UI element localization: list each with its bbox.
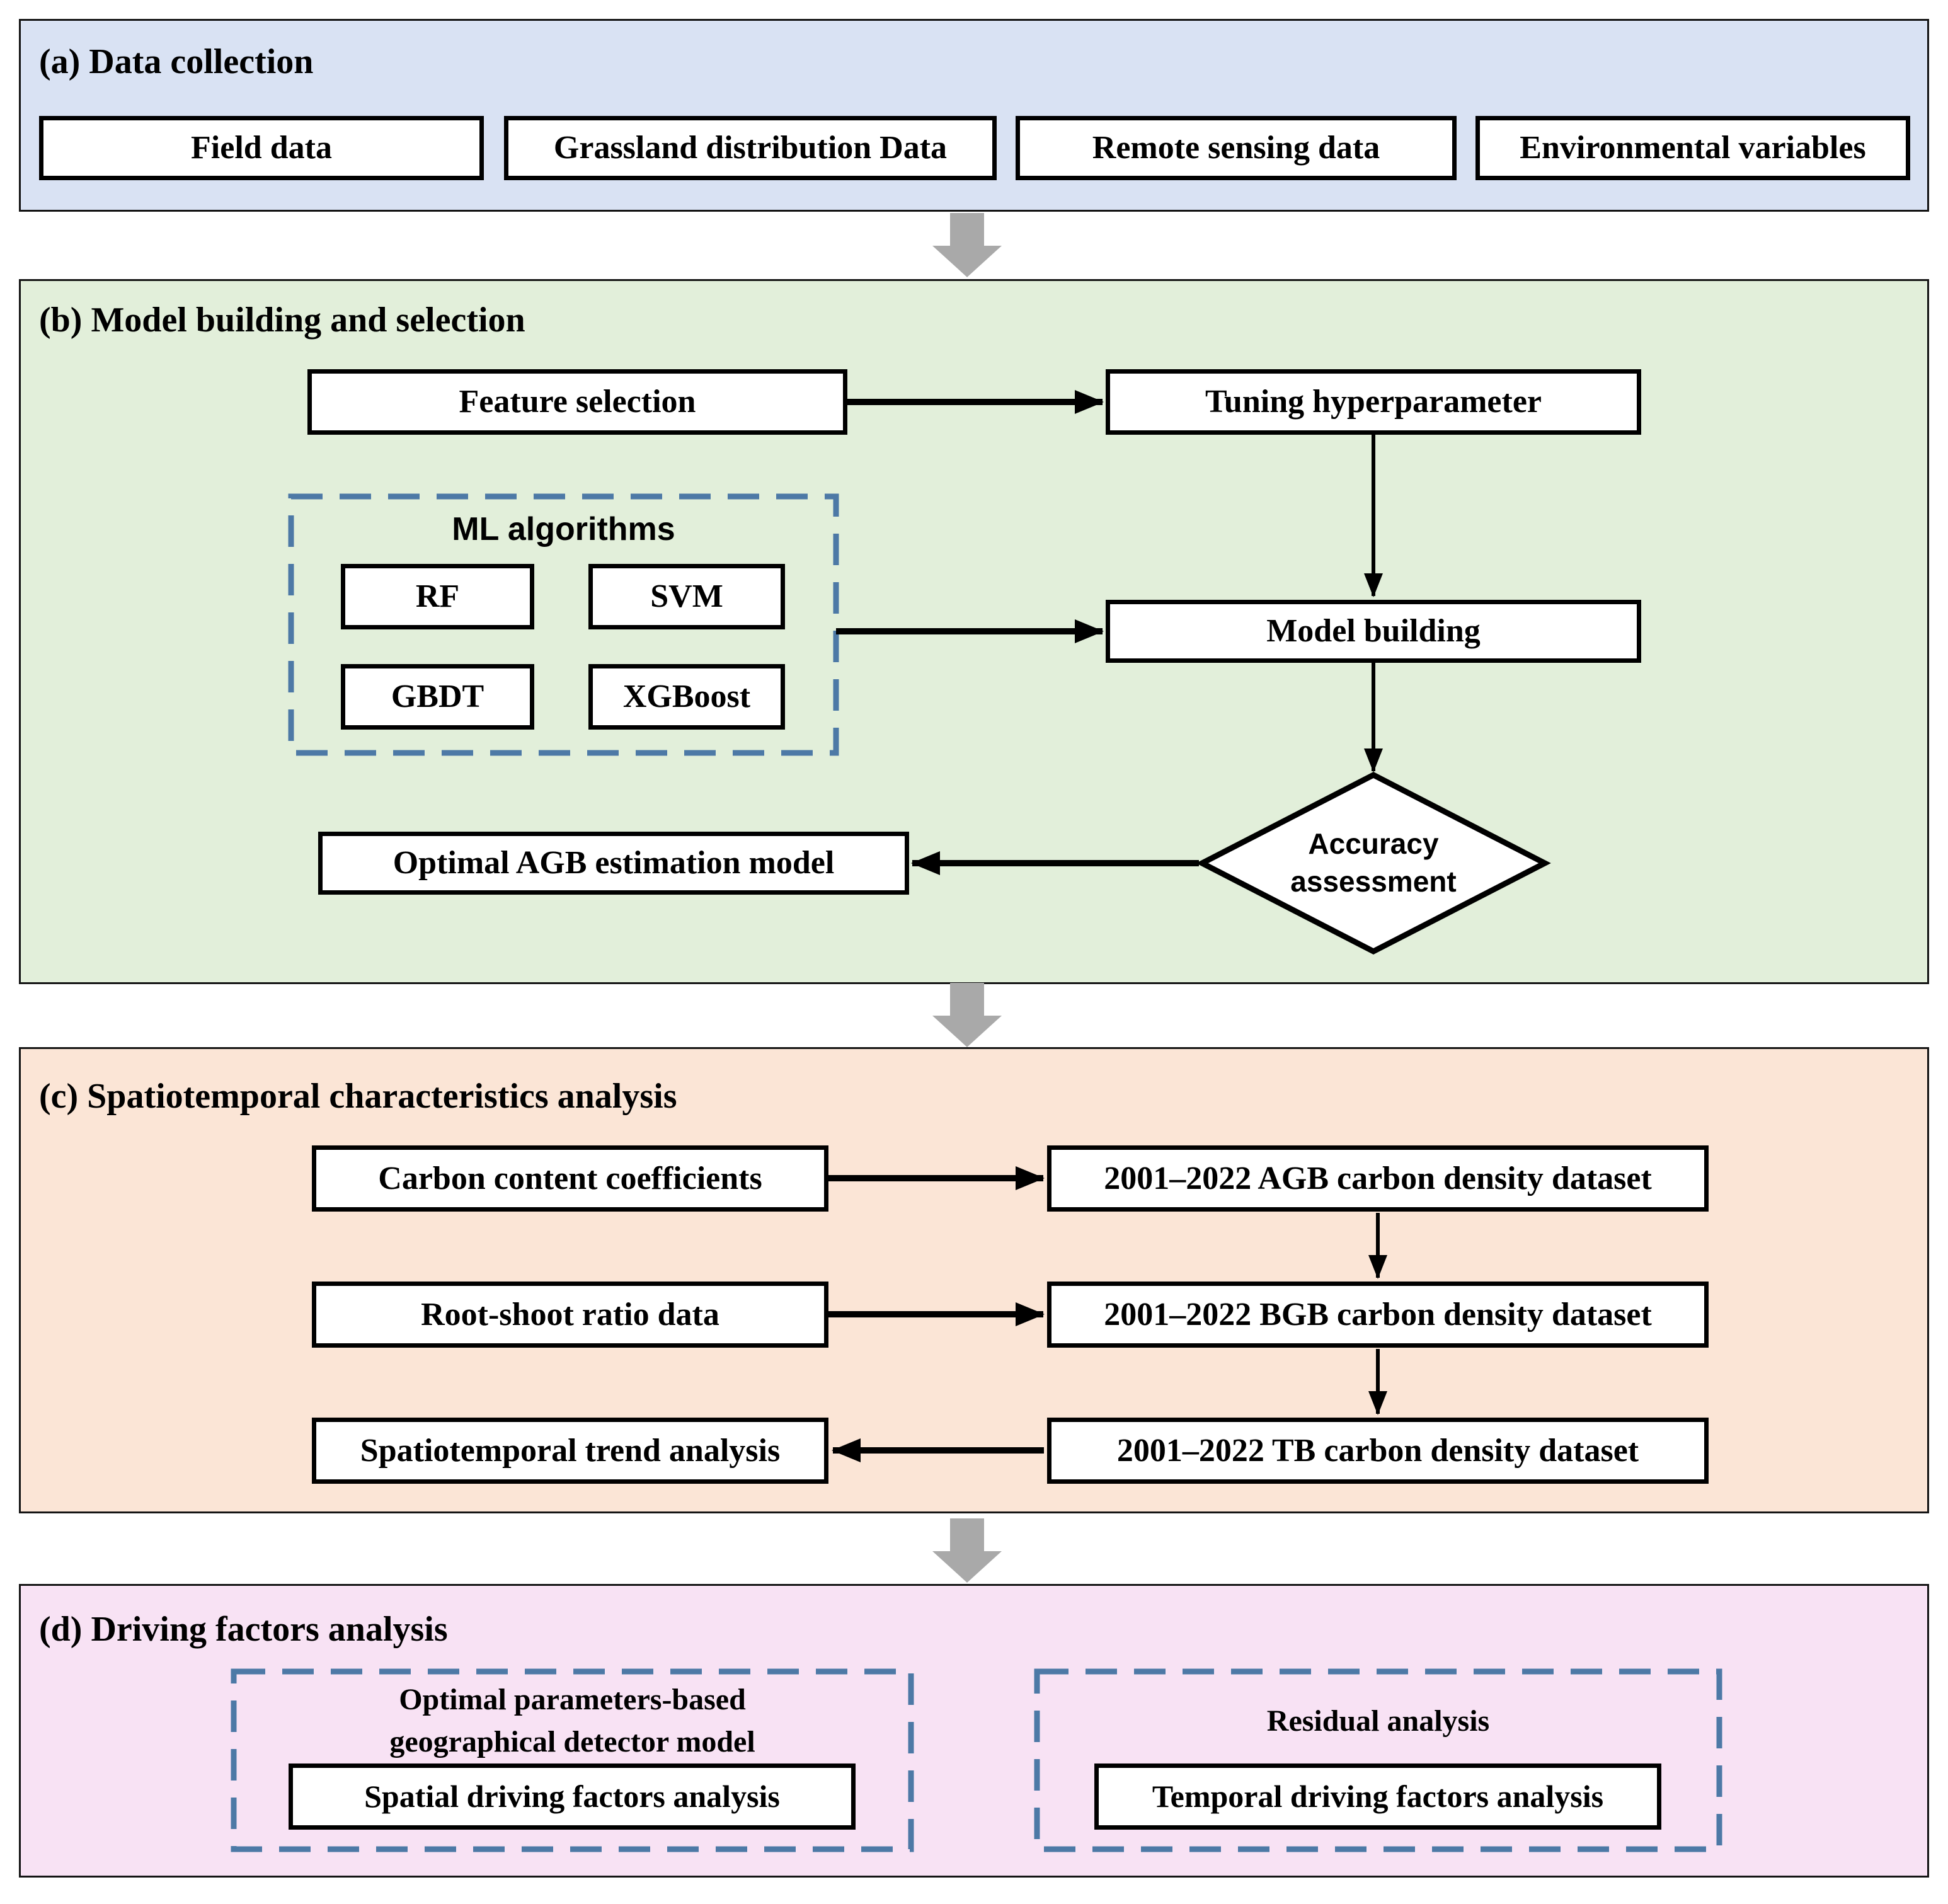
box-rf: RF [341, 564, 534, 629]
section-d-title: (d) Driving factors analysis [39, 1610, 448, 1649]
box-root-shoot-ratio-data: Root-shoot ratio data [312, 1282, 828, 1348]
flow-arrow-a-to-b [932, 213, 1002, 277]
opgd-label-line1: Optimal parameters-based [399, 1683, 746, 1716]
box-carbon-content-coefficients: Carbon content coefficients [312, 1145, 828, 1212]
down-arrow-icon [932, 1551, 1002, 1583]
box-feature-selection: Feature selection [307, 369, 847, 435]
accuracy-line2: assessment [1290, 865, 1457, 898]
box-bgb-carbon-density-dataset: 2001–2022 BGB carbon density dataset [1047, 1282, 1709, 1348]
box-temporal-driving-factors: Temporal driving factors analysis [1094, 1763, 1661, 1830]
accuracy-assessment-diamond [1196, 771, 1551, 955]
flow-arrow-shaft [950, 1518, 984, 1551]
temporal-driving-dashed-frame [1034, 1668, 1722, 1852]
down-arrow-icon [932, 1016, 1002, 1047]
accuracy-line1: Accuracy [1308, 827, 1439, 861]
opgd-label-line2: geographical detector model [389, 1725, 755, 1759]
residual-analysis-label: Residual analysis [1266, 1704, 1490, 1738]
section-b-title: (b) Model building and selection [39, 301, 525, 340]
box-svm: SVM [588, 564, 785, 629]
box-environmental-variables: Environmental variables [1475, 116, 1910, 180]
flow-arrow-c-to-d [932, 1518, 1002, 1583]
box-spatiotemporal-trend-analysis: Spatiotemporal trend analysis [312, 1418, 828, 1484]
ml-algorithms-dashed-frame [288, 493, 839, 756]
section-a-title: (a) Data collection [39, 42, 314, 81]
box-xgboost: XGBoost [588, 664, 785, 730]
spatial-driving-dashed-frame [231, 1668, 914, 1852]
box-tb-carbon-density-dataset: 2001–2022 TB carbon density dataset [1047, 1418, 1709, 1484]
flow-arrow-shaft [950, 983, 984, 1016]
box-optimal-agb-model: Optimal AGB estimation model [318, 832, 909, 895]
box-model-building: Model building [1106, 600, 1641, 663]
flow-arrow-shaft [950, 213, 984, 246]
box-remote-sensing-data: Remote sensing data [1016, 116, 1457, 180]
section-c-title: (c) Spatiotemporal characteristics analy… [39, 1077, 677, 1116]
box-field-data: Field data [39, 116, 484, 180]
box-grassland-distribution-data: Grassland distribution Data [504, 116, 997, 180]
box-spatial-driving-factors: Spatial driving factors analysis [289, 1763, 856, 1830]
box-agb-carbon-density-dataset: 2001–2022 AGB carbon density dataset [1047, 1145, 1709, 1212]
box-tuning-hyperparameter: Tuning hyperparameter [1106, 369, 1641, 435]
accuracy-assessment-label: Accuracy assessment [1247, 808, 1499, 919]
down-arrow-icon [932, 246, 1002, 277]
box-gbdt: GBDT [341, 664, 534, 730]
ml-algorithms-label: ML algorithms [452, 511, 675, 548]
flow-arrow-b-to-c [932, 983, 1002, 1047]
opgd-model-label: Optimal parameters-based geographical de… [234, 1678, 911, 1763]
